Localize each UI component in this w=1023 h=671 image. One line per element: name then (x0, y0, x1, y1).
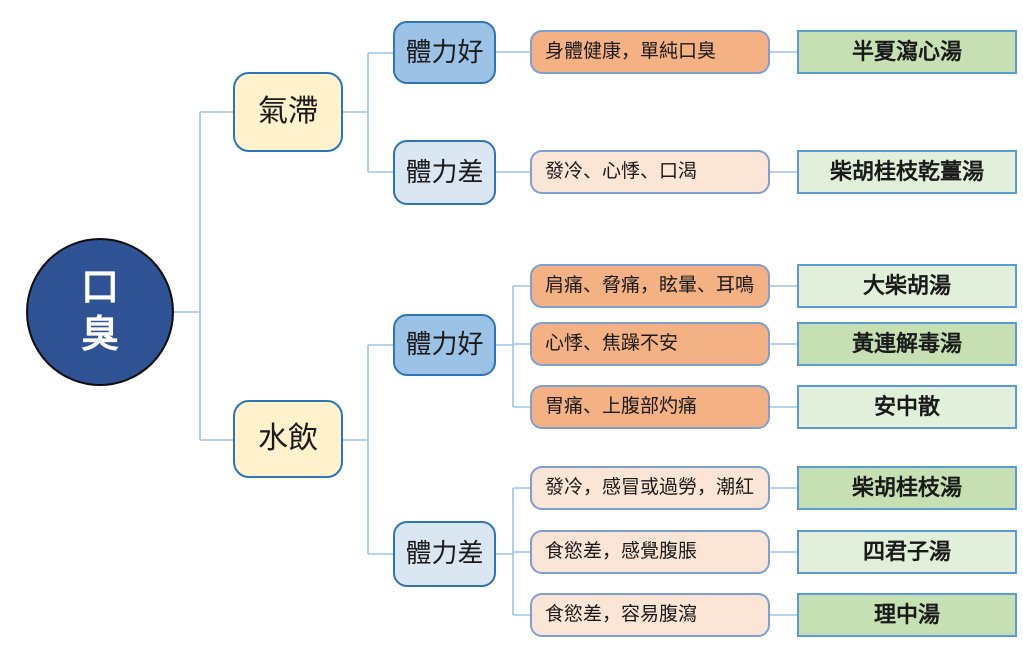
node-water-strength-poor-label: 體力差 (405, 539, 484, 569)
symptom-label: 心悸、焦躁不安 (545, 333, 679, 355)
symptom-poor-appetite-diarrhea: 食慾差，容易腹瀉 (530, 593, 770, 637)
node-water-strength-good: 體力好 (393, 314, 496, 376)
connector-qizhi-to-level2 (343, 52, 393, 173)
symptom-label: 胃痛、上腹部灼痛 (545, 396, 698, 418)
node-qi-strength-good: 體力好 (393, 21, 496, 84)
symptom-label: 食慾差，感覺腹脹 (545, 541, 698, 563)
symptom-label: 發冷、心悸、口渴 (545, 161, 698, 183)
formula-label: 大柴胡湯 (862, 273, 951, 299)
formula-label: 柴胡桂枝乾薑湯 (829, 159, 984, 185)
symptom-stomach-pain-epigastric-burning: 胃痛、上腹部灼痛 (530, 385, 770, 429)
formula-label: 柴胡桂枝湯 (851, 475, 962, 501)
formula-sijunzi-tang: 四君子湯 (797, 530, 1017, 574)
formula-lizhong-tang: 理中湯 (797, 593, 1017, 637)
symptom-chills-cold-overwork-flushing: 發冷，感冒或過勞，潮紅 (530, 466, 770, 510)
formula-huanglian-jiedu-tang: 黃連解毒湯 (797, 322, 1017, 366)
node-qi-stagnation: 氣滯 (233, 72, 343, 152)
symptom-label: 發冷，感冒或過勞，潮紅 (545, 477, 755, 499)
formula-label: 安中散 (873, 394, 940, 420)
formula-da-chaihu-tang: 大柴胡湯 (797, 264, 1017, 308)
formula-label: 理中湯 (873, 602, 940, 628)
symptom-chills-palpitations-thirst: 發冷、心悸、口渴 (530, 150, 770, 194)
node-water-strength-poor: 體力差 (393, 521, 496, 587)
node-qi-stagnation-label: 氣滯 (258, 94, 318, 128)
node-qi-strength-poor: 體力差 (393, 140, 496, 205)
formula-label: 半夏瀉心湯 (851, 39, 962, 65)
connector-symptoms-to-formulas (770, 51, 797, 616)
symptom-poor-appetite-bloating: 食慾差，感覺腹脹 (530, 530, 770, 574)
symptom-label: 身體健康，單純口臭 (545, 41, 717, 63)
formula-anzhong-san: 安中散 (797, 385, 1017, 429)
symptom-label: 肩痛、脅痛，眩暈、耳鳴 (545, 275, 755, 297)
node-water-strength-good-label: 體力好 (405, 330, 484, 360)
root-node-bad-breath: 口臭 (26, 238, 174, 386)
root-node-label: 口臭 (80, 266, 119, 357)
formula-label: 四君子湯 (862, 539, 951, 565)
node-water-retention: 水飲 (233, 400, 343, 478)
symptom-healthy-simple-bad-breath: 身體健康，單純口臭 (530, 30, 770, 74)
symptom-label: 食慾差，容易腹瀉 (545, 604, 698, 626)
connector-root-to-level1 (174, 111, 233, 441)
formula-label: 黃連解毒湯 (851, 331, 962, 357)
node-qi-strength-good-label: 體力好 (405, 37, 484, 67)
symptom-palpitations-restlessness: 心悸、焦躁不安 (530, 322, 770, 366)
symptom-shoulder-flank-pain-dizziness-tinnitus: 肩痛、脅痛，眩暈、耳鳴 (530, 264, 770, 308)
node-water-retention-label: 水飲 (258, 421, 318, 455)
formula-chaihu-guizhi-ganjiang-tang: 柴胡桂枝乾薑湯 (797, 150, 1017, 194)
connector-shuiyin-to-level2 (343, 344, 393, 555)
connector-strongb-to-symptoms (496, 285, 530, 408)
node-qi-strength-poor-label: 體力差 (405, 157, 484, 187)
formula-banxia-xiexin-tang: 半夏瀉心湯 (797, 30, 1017, 74)
connector-weakb-to-symptoms (496, 487, 530, 616)
formula-chaihu-guizhi-tang: 柴胡桂枝湯 (797, 466, 1017, 510)
